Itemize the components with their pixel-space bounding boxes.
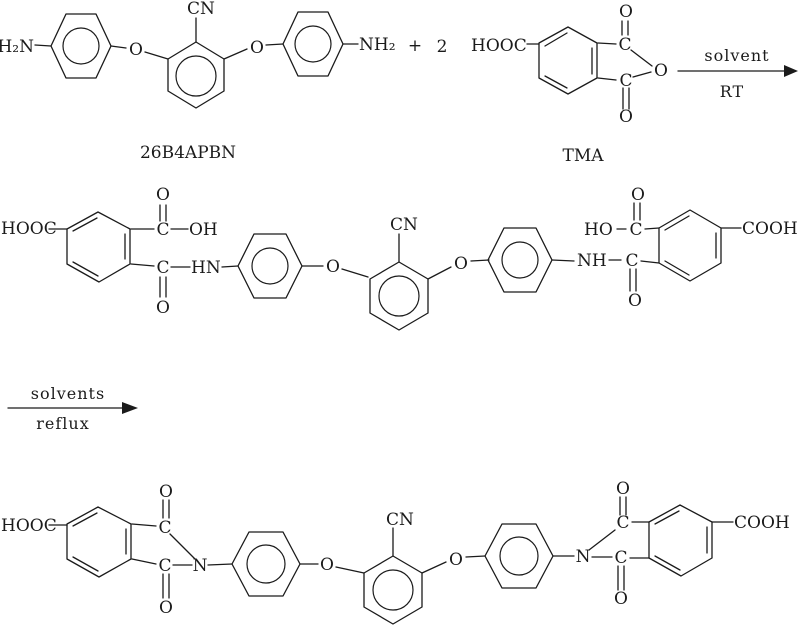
ether-oxygen-label: O	[129, 40, 143, 60]
benzene-ring	[167, 41, 225, 109]
acid-right-label: COOH	[742, 219, 798, 239]
stoichiometric-coefficient: 2	[437, 37, 448, 57]
anhydride-oxygen-label: O	[654, 61, 668, 81]
condition-reflux: reflux	[36, 414, 89, 433]
aromatic-circle	[372, 569, 414, 611]
aromatic-circle	[62, 27, 100, 65]
benzene-ring	[231, 531, 301, 597]
double-bond	[72, 202, 717, 298]
benzene-ring	[538, 26, 598, 95]
oxo-oxygen-label: O	[619, 2, 633, 22]
benzene-ring	[50, 13, 112, 79]
carboxyl-carbon-label: C	[629, 220, 642, 240]
arrow-step1: solvent RT	[677, 46, 798, 101]
hydroxyl-label: HO	[584, 220, 613, 240]
acid-left-label: HOOC	[1, 219, 57, 239]
carbonyl-carbon-label: C	[619, 71, 632, 91]
carbonyl-carbon-label: C	[616, 513, 629, 533]
benzene-ring	[66, 506, 132, 578]
reactant-tma: HOOC C O O C O TMA	[471, 2, 668, 166]
benzene-ring	[66, 211, 131, 283]
bond	[526, 42, 653, 81]
aromatic-circle	[246, 544, 286, 584]
condition-solvents: solvents	[31, 384, 105, 403]
imide-nitrogen-label: N	[193, 556, 208, 576]
amine-right-label: NH₂	[359, 35, 396, 55]
ether-oxygen-label: O	[320, 555, 334, 575]
condition-solvent: solvent	[704, 46, 769, 65]
double-bond	[544, 20, 630, 110]
benzene-ring	[369, 261, 429, 331]
condition-temperature: RT	[720, 82, 744, 101]
bond	[34, 17, 359, 60]
nitrile-label: CN	[386, 510, 414, 530]
arrow-step2: solvents reflux	[7, 384, 138, 433]
compound-name-26b4apbn: 26B4APBN	[140, 143, 236, 163]
compound-name-tma: TMA	[562, 146, 604, 166]
benzene-ring	[648, 504, 713, 577]
benzene-ring	[237, 233, 303, 299]
oxo-oxygen-label: O	[614, 589, 628, 609]
aromatic-circle	[294, 25, 332, 63]
amine-left-label: H₂N	[0, 37, 34, 57]
ether-oxygen-label: O	[454, 254, 468, 274]
benzene-ring	[484, 523, 554, 589]
plus-sign: +	[408, 36, 422, 56]
arrowhead	[122, 402, 138, 414]
carbonyl-carbon-label: C	[618, 35, 631, 55]
aromatic-circle	[251, 247, 289, 285]
bond	[48, 521, 734, 574]
hydroxyl-label: OH	[189, 220, 218, 240]
amide-oxygen-label: O	[156, 298, 170, 318]
oxo-oxygen-label: O	[619, 107, 633, 127]
benzene-ring	[487, 227, 553, 293]
amide-carbon-label: C	[156, 258, 169, 278]
imide-product: HOOC C O C O N O CN O N C O C O COOH	[1, 479, 790, 625]
acid-label: HOOC	[471, 36, 527, 56]
carbonyl-carbon-label: C	[158, 518, 171, 538]
acid-right-label: COOH	[734, 513, 790, 533]
carboxyl-carbon-label: C	[156, 220, 169, 240]
aromatic-circle	[501, 241, 539, 279]
amide-oxygen-label: O	[628, 291, 642, 311]
amide-nh-label: NH	[577, 251, 607, 271]
ether-oxygen-label: O	[326, 257, 340, 277]
imide-nitrogen-label: N	[576, 547, 591, 567]
amic-acid-intermediate: HOOC C O OH C O HN O CN O NH C O HO C O …	[1, 185, 798, 331]
nitrile-label: CN	[187, 0, 215, 19]
benzene-ring	[658, 209, 722, 282]
oxo-oxygen-label: O	[616, 479, 630, 499]
double-bond	[72, 496, 708, 599]
carbonyl-carbon-label: C	[158, 556, 171, 576]
ether-oxygen-label: O	[449, 550, 463, 570]
oxo-oxygen-label: O	[159, 482, 173, 502]
reactant-26b4apbn: H₂N O CN O NH₂ 26B4APBN	[0, 0, 396, 163]
aromatic-circle	[175, 55, 217, 97]
carboxyl-oxygen-label: O	[156, 185, 170, 205]
acid-left-label: HOOC	[1, 516, 57, 536]
aromatic-circle	[499, 536, 539, 576]
benzene-ring	[282, 11, 344, 77]
amide-nh-label: HN	[191, 258, 221, 278]
arrowhead	[784, 65, 798, 77]
carbonyl-carbon-label: C	[614, 548, 627, 568]
carboxyl-oxygen-label: O	[631, 185, 645, 205]
amide-carbon-label: C	[625, 251, 638, 271]
bond	[48, 227, 742, 280]
aromatic-circle	[378, 275, 420, 317]
benzene-ring	[363, 555, 423, 625]
nitrile-label: CN	[390, 215, 418, 235]
oxo-oxygen-label: O	[159, 598, 173, 618]
ether-oxygen-label: O	[250, 38, 264, 58]
